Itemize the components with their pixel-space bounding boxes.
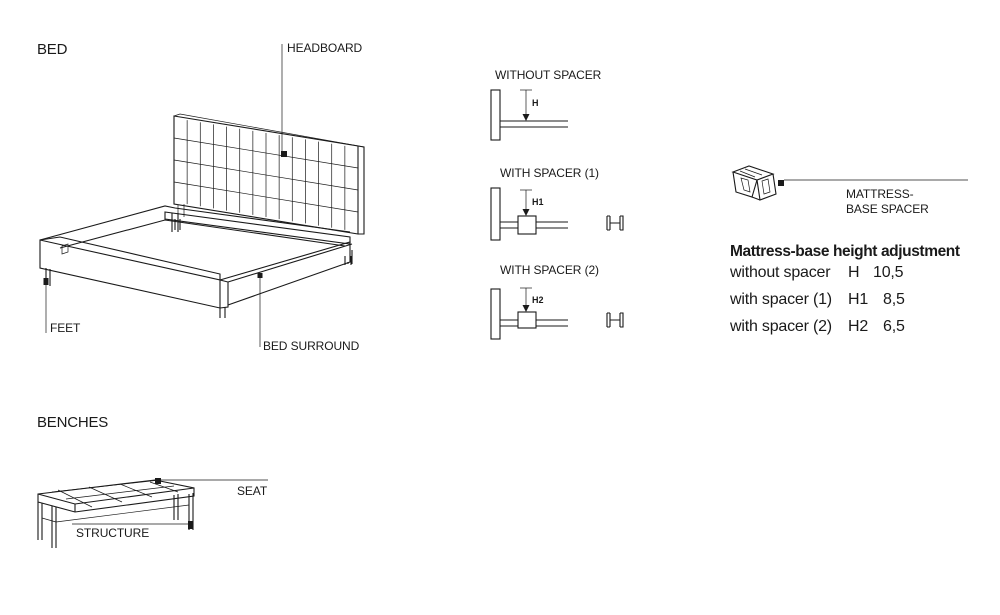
headboard-panel [173,113,365,235]
row-value: 10,5 [873,264,904,281]
bed-section-title: BED [37,41,68,58]
mattress-base-spacer-drawing [731,165,968,201]
bench-drawing [37,479,195,548]
tuft-seam [173,137,359,169]
height-table-row: with spacer (1) H1 8,5 [730,291,905,309]
tuft-seam [173,159,359,191]
with-spacer-2-label: WITH SPACER (2) [500,263,599,277]
diagram-with-spacer-2 [490,287,624,340]
with-spacer-1-label: WITH SPACER (1) [500,166,599,180]
row-label: without spacer [730,264,831,281]
structure-label: STRUCTURE [76,526,150,540]
feet-label: FEET [50,321,81,335]
tuft-seam [173,181,359,213]
diagram-with-spacer-1 [490,187,624,241]
spacer-label-line-1: MATTRESS- [846,187,914,201]
headboard-label: HEADBOARD [287,41,363,55]
row-code: H1 [848,291,869,308]
h-dimension-label: H [532,98,539,108]
row-code: H2 [848,318,869,335]
row-value: 6,5 [883,318,905,335]
diagram-without-spacer [490,89,568,141]
height-table-row: with spacer (2) H2 6,5 [730,318,905,336]
row-label: with spacer (2) [730,318,832,335]
bed-surround-label: BED SURROUND [263,339,360,353]
row-value: 8,5 [883,291,905,308]
h2-dimension-label: H2 [532,295,544,305]
without-spacer-label: WITHOUT SPACER [495,68,602,82]
benches-section-title: BENCHES [37,414,109,431]
bed-leaders [43,44,287,347]
row-label: with spacer (1) [730,291,832,308]
mattress-base-spacer-label: MATTRESS- BASE SPACER [846,187,929,217]
bench-leaders [72,478,268,529]
spacer-label-line-2: BASE SPACER [846,202,929,216]
height-table-title: Mattress-base height adjustment [730,243,960,260]
h1-dimension-label: H1 [532,197,544,207]
row-code: H [848,264,860,281]
height-table-row: without spacer H 10,5 [730,264,904,282]
seat-label: SEAT [237,484,268,498]
bed-drawing [39,113,365,318]
